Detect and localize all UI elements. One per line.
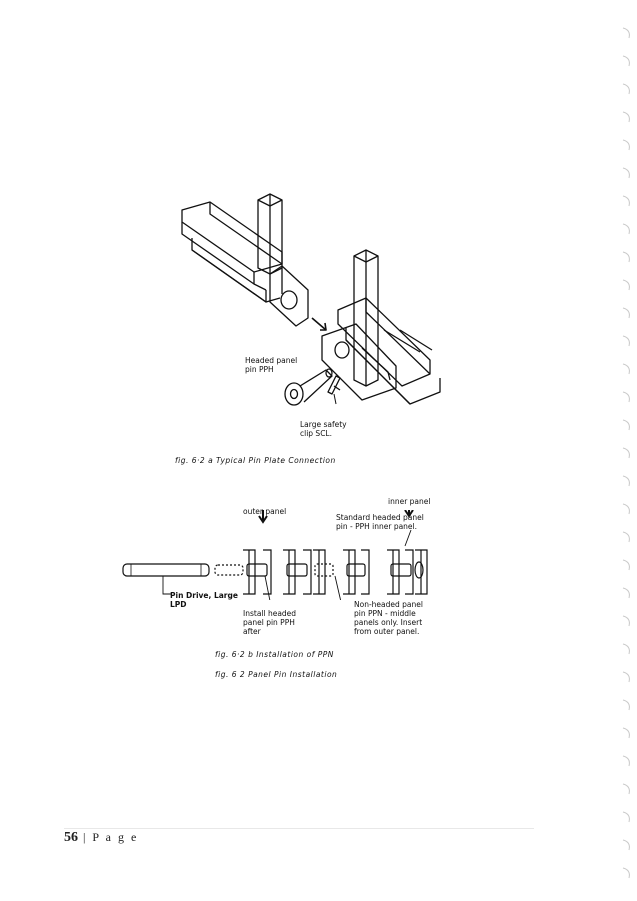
safety-clip-label: Large safety clip SCL. (300, 420, 347, 438)
non-headed-pin-label: Non-headed panel pin PPN - middle panels… (354, 600, 423, 636)
page-footer: 56 | P a g e (64, 830, 138, 846)
outer-panel-label: outer panel (243, 507, 287, 516)
binding-edge (622, 27, 630, 879)
standard-pin-label: Standard headed panel pin - PPH inner pa… (336, 513, 424, 531)
install-pin-label: Install headed panel pin PPH after (243, 609, 297, 636)
footer-rule (64, 828, 534, 829)
page-number: 56 (64, 830, 78, 845)
inner-panel-label: inner panel (388, 497, 431, 506)
pin-plate-connection-drawing (181, 193, 441, 406)
pin-drive-label: Pin Drive, Large LPD (170, 591, 238, 609)
figure-a-caption: fig. 6·2 a Typical Pin Plate Connection (175, 456, 336, 465)
pin-installation-drawing (122, 510, 428, 600)
headed-pin-label: Headed panel pin PPH (245, 356, 298, 374)
figure-caption: fig. 6 2 Panel Pin Installation (215, 670, 338, 679)
figure-b-caption: fig. 6·2 b Installation of PPN (215, 650, 334, 659)
page-label: | P a g e (78, 830, 139, 844)
